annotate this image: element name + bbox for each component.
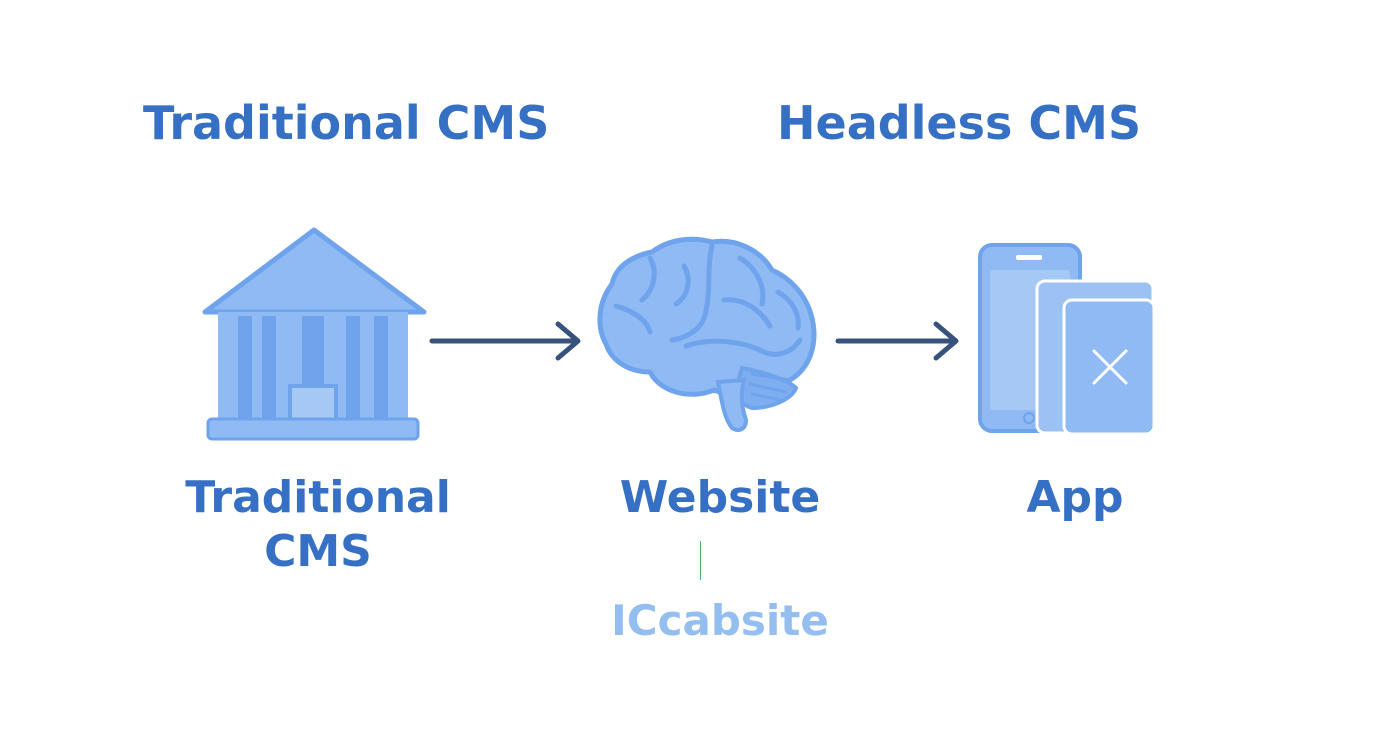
building-icon bbox=[202, 227, 427, 441]
arrow-2 bbox=[835, 321, 959, 361]
headless-cms-heading: Headless CMS bbox=[777, 96, 1142, 150]
app-label: App bbox=[1026, 472, 1124, 523]
website-label: Website bbox=[619, 472, 821, 523]
traditional-cms-label: Traditional CMS bbox=[168, 471, 468, 579]
brain-icon bbox=[597, 236, 817, 432]
traditional-cms-heading: Traditional CMS bbox=[143, 96, 550, 150]
devices-icon bbox=[978, 243, 1156, 436]
arrow-1 bbox=[429, 321, 581, 361]
traditional-cms-label-line1: Traditional bbox=[185, 472, 451, 523]
divider-line bbox=[700, 541, 701, 580]
traditional-cms-label-line2: CMS bbox=[264, 526, 372, 577]
ghost-label: ICcabsite bbox=[611, 596, 829, 645]
